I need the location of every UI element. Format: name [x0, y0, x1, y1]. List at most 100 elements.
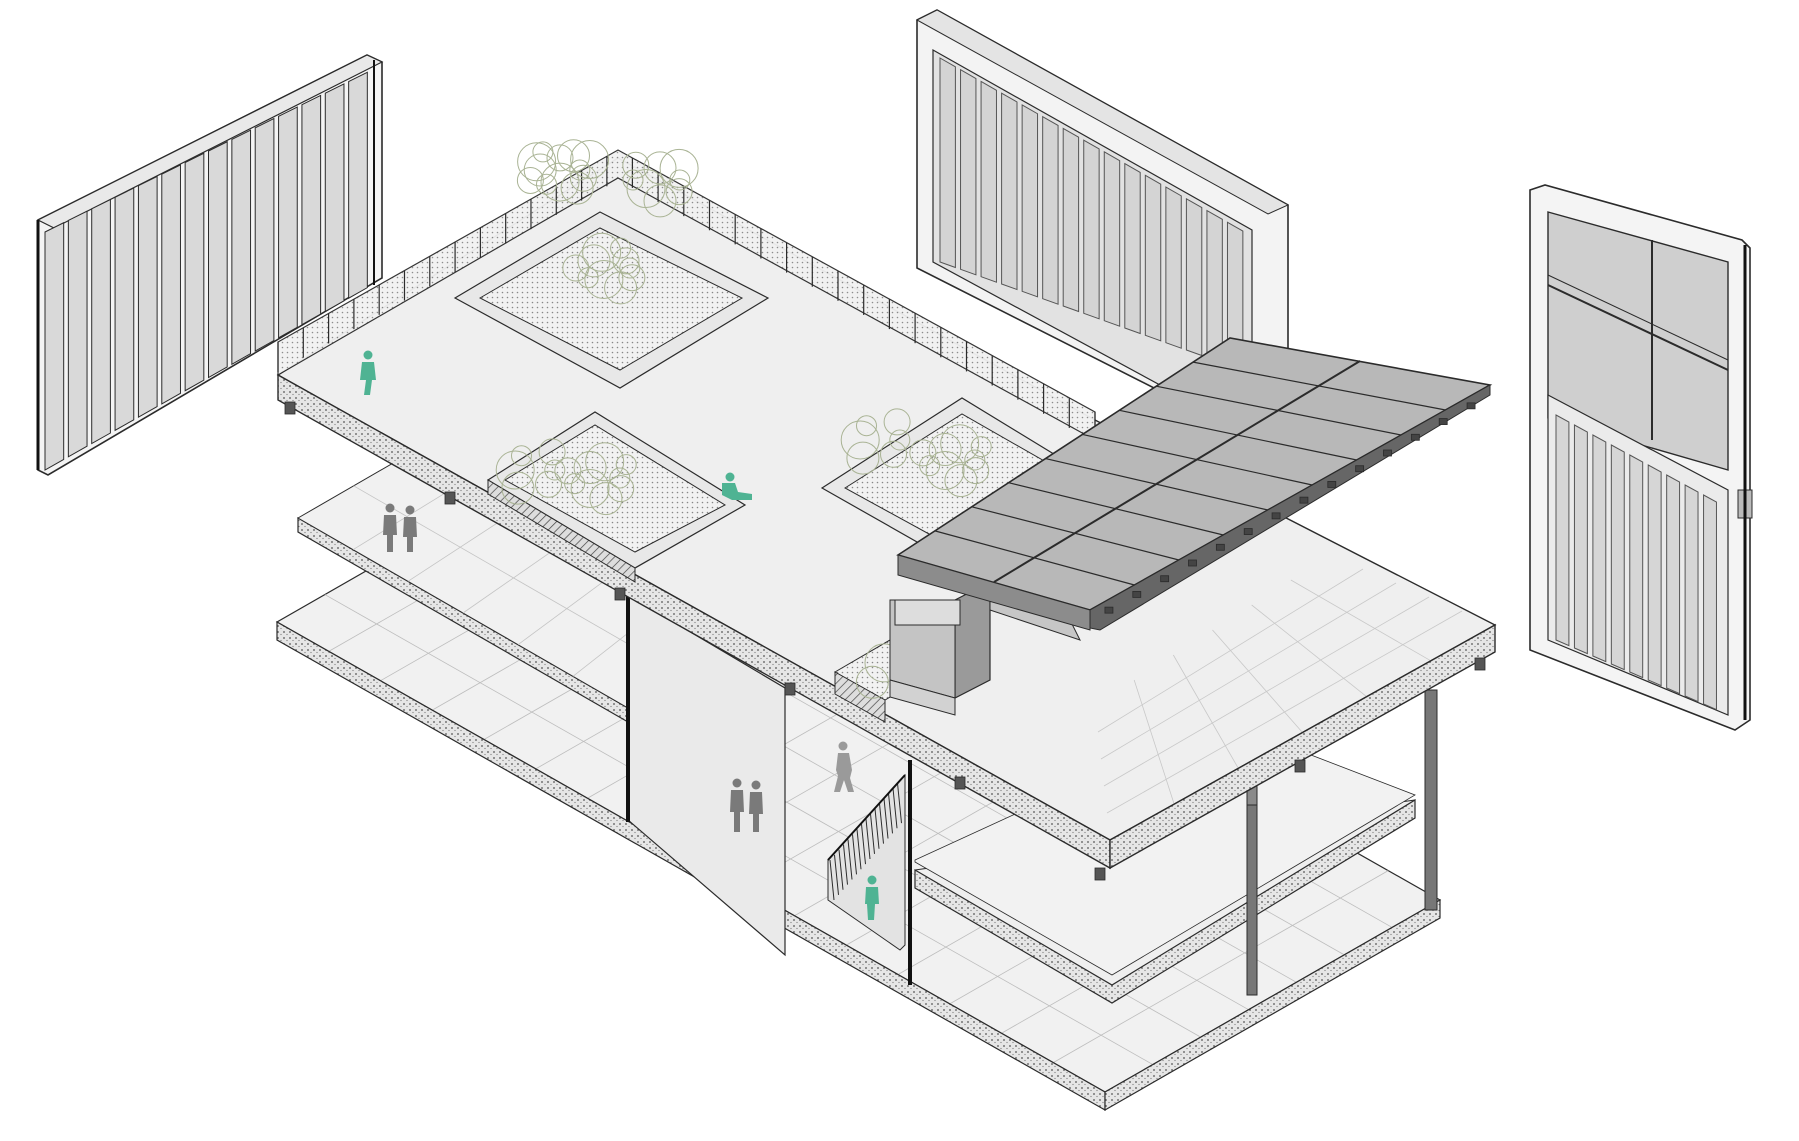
people-pair-upper-floor: [383, 503, 417, 552]
stair-step: [874, 808, 880, 849]
tree-canopy: [944, 464, 978, 498]
facade-fin: [1647, 464, 1662, 687]
floor-tile-line: [1212, 629, 1303, 733]
tree-canopy: [609, 467, 631, 489]
tree-canopy: [540, 162, 580, 202]
facade-panel-right: [1529, 184, 1753, 731]
figures: [360, 350, 879, 920]
facade-fin: [1185, 197, 1203, 357]
tree-canopy: [659, 148, 699, 188]
tree-canopy: [880, 440, 907, 468]
facade-fin: [1592, 434, 1607, 663]
tree-canopy: [544, 459, 566, 481]
stair-step: [870, 813, 875, 854]
facade-fin: [184, 152, 205, 392]
tree-canopy: [940, 424, 980, 464]
facade-fin: [208, 140, 228, 379]
facade-fin: [1042, 115, 1059, 305]
slab-corbel: [1094, 867, 1106, 881]
tree-canopy: [665, 178, 693, 206]
tree-canopy: [532, 141, 554, 163]
tree-canopy: [585, 442, 625, 482]
tree-canopy: [855, 665, 889, 699]
tree-canopy: [610, 237, 632, 259]
tree-canopy: [569, 164, 597, 192]
facade-fin: [67, 210, 88, 458]
tree-canopy: [964, 449, 986, 471]
floor-tile-line: [1053, 870, 1389, 1063]
slab-corbel: [954, 776, 966, 790]
stair-step: [843, 844, 848, 885]
tree-canopy: [538, 438, 566, 466]
roof-truss: [1466, 402, 1476, 410]
stair-step: [838, 849, 844, 890]
slab-corbel: [1474, 657, 1486, 671]
facade-panel-left: [36, 54, 384, 476]
tree-canopy: [569, 159, 591, 181]
stair-step: [897, 783, 902, 824]
tree-canopy: [584, 260, 624, 300]
facade-fin: [161, 164, 181, 405]
facade-fin: [1001, 92, 1018, 291]
skylight-roof: [896, 337, 1493, 631]
planter-boxes: [453, 139, 1082, 723]
people-pair-ground-floor: [730, 778, 763, 832]
tree-canopy: [546, 144, 574, 172]
person-sitting-planter: [722, 472, 752, 500]
tree-canopy: [511, 445, 532, 467]
stair-step: [865, 818, 871, 860]
person-walking-roof: [360, 350, 376, 395]
tree-canopy: [889, 429, 911, 451]
tree-canopy: [577, 267, 599, 289]
facade-fin: [1083, 139, 1100, 320]
tree-canopy: [516, 166, 544, 194]
skylight-ridge: [993, 360, 1361, 583]
roof-truss: [1132, 591, 1142, 598]
facade-fin: [1124, 162, 1141, 335]
tree-canopy: [883, 408, 911, 436]
floor-tile-line: [1251, 604, 1367, 697]
facade-fin: [980, 80, 997, 283]
person-walking-ground-floor: [834, 741, 854, 792]
tree-canopy: [589, 482, 623, 516]
tree-canopy: [582, 232, 622, 272]
tree-canopy: [554, 457, 582, 485]
tree-canopy: [577, 244, 611, 278]
tree-canopy: [970, 436, 992, 458]
tree-canopy: [909, 439, 937, 467]
tree-canopy: [536, 173, 557, 195]
facade-fin: [1103, 151, 1121, 327]
tree-canopy: [607, 475, 635, 503]
stair-step: [852, 834, 857, 875]
stair-step: [888, 793, 893, 834]
roof-truss: [1160, 575, 1170, 583]
facade-fin: [348, 71, 368, 300]
facade-fin: [1703, 494, 1717, 711]
tree-canopy: [562, 254, 590, 282]
facade-fin: [231, 129, 252, 366]
facade-fin: [44, 221, 65, 471]
tree-canopy: [840, 420, 880, 460]
slab-corbel: [444, 491, 456, 505]
tree-canopy: [517, 142, 557, 182]
tree-canopy: [618, 264, 646, 292]
facade-fin: [1573, 424, 1588, 655]
roof-truss: [1410, 433, 1420, 441]
facade-fin: [114, 187, 135, 432]
staircase: [827, 773, 906, 951]
roof-truss: [1355, 465, 1365, 473]
stair-step: [879, 803, 884, 844]
facade-fin: [1629, 454, 1644, 679]
interior-wall: [626, 593, 912, 985]
stair-step: [847, 839, 853, 880]
tree-canopy: [570, 140, 610, 180]
facade-fin: [1062, 127, 1080, 313]
facade-fin: [1666, 474, 1681, 695]
facade-fin: [301, 94, 322, 326]
tree-canopy: [604, 271, 638, 305]
roof-truss: [1299, 496, 1309, 504]
facade-fin: [939, 57, 956, 269]
tree-canopy: [622, 169, 644, 191]
tree-canopy: [846, 441, 880, 475]
floor-tile-line: [1172, 654, 1239, 769]
